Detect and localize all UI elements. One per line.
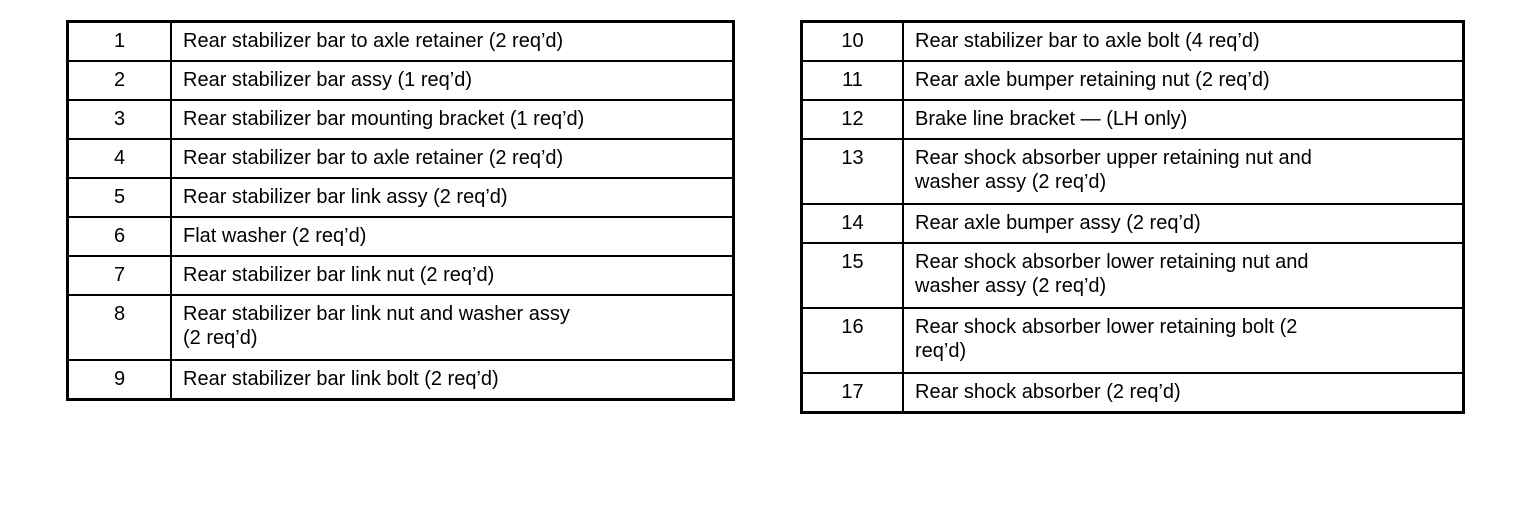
item-description-cell: Rear shock absorber (2 req’d): [902, 372, 1465, 414]
item-number-cell: 17: [800, 372, 904, 414]
item-number-value: 3: [113, 108, 126, 130]
table-row: 11 Rear axle bumper retaining nut (2 req’…: [800, 60, 1465, 101]
item-description-value: Rear stabilizer bar link bolt (2 req’d): [183, 368, 499, 390]
item-description-cell: Flat washer (2 req’d): [170, 216, 735, 257]
item-description-value: Rear shock absorber lower retaining nut …: [915, 251, 1309, 297]
item-description-cell: Rear axle bumper assy (2 req’d): [902, 203, 1465, 244]
item-number-value: 1: [113, 30, 126, 52]
item-number-value: 17: [841, 381, 864, 403]
item-number-value: 12: [841, 108, 864, 130]
item-description-cell: Rear shock absorber upper retaining nut …: [902, 138, 1465, 205]
item-number-value: 7: [113, 264, 126, 286]
item-description-value: Rear shock absorber upper retaining nut …: [915, 147, 1312, 193]
item-number-cell: 15: [800, 242, 904, 309]
item-number-cell: 4: [66, 138, 172, 179]
item-description-value: Brake line bracket — (LH only): [915, 108, 1188, 130]
item-number-value: 6: [113, 225, 126, 247]
item-number-cell: 3: [66, 99, 172, 140]
item-description-cell: Rear stabilizer bar to axle retainer (2 …: [170, 138, 735, 179]
item-description-cell: Brake line bracket — (LH only): [902, 99, 1465, 140]
item-description-value: Rear stabilizer bar to axle retainer (2 …: [183, 30, 564, 52]
table-row: 17 Rear shock absorber (2 req’d): [800, 372, 1465, 414]
item-number-cell: 8: [66, 294, 172, 361]
item-number-cell: 11: [800, 60, 904, 101]
item-description-value: Rear stabilizer bar link nut (2 req’d): [183, 264, 495, 286]
item-description-cell: Rear stabilizer bar to axle retainer (2 …: [170, 20, 735, 62]
item-number-cell: 5: [66, 177, 172, 218]
item-number-cell: 14: [800, 203, 904, 244]
item-description-cell: Rear axle bumper retaining nut (2 req’d): [902, 60, 1465, 101]
item-number-value: 9: [113, 368, 126, 390]
table-row: 3 Rear stabilizer bar mounting bracket (1…: [66, 99, 735, 140]
item-description-cell: Rear stabilizer bar link bolt (2 req’d): [170, 359, 735, 401]
table-row: 5 Rear stabilizer bar link assy (2 req’d): [66, 177, 735, 218]
item-number-cell: 9: [66, 359, 172, 401]
item-description-cell: Rear stabilizer bar assy (1 req’d): [170, 60, 735, 101]
item-description-cell: Rear stabilizer bar to axle bolt (4 req’…: [902, 20, 1465, 62]
table-row: 1 Rear stabilizer bar to axle retainer (2…: [66, 20, 735, 62]
item-number-cell: 10: [800, 20, 904, 62]
table-row: 16 Rear shock absorber lower retaining bo…: [800, 307, 1465, 374]
item-number-value: 4: [113, 147, 126, 169]
item-description-value: Rear stabilizer bar link nut and washer …: [183, 303, 570, 349]
item-number-cell: 2: [66, 60, 172, 101]
item-number-cell: 16: [800, 307, 904, 374]
table-row: 15 Rear shock absorber lower retaining nu…: [800, 242, 1465, 309]
table-row: 10 Rear stabilizer bar to axle bolt (4 re…: [800, 20, 1465, 62]
item-number-value: 10: [841, 30, 864, 52]
item-number-cell: 7: [66, 255, 172, 296]
item-description-value: Rear shock absorber (2 req’d): [915, 381, 1181, 403]
item-description-value: Rear stabilizer bar mounting bracket (1 …: [183, 108, 585, 130]
item-description-cell: Rear stabilizer bar link assy (2 req’d): [170, 177, 735, 218]
item-number-value: 11: [842, 69, 863, 91]
item-description-value: Rear stabilizer bar assy (1 req’d): [183, 69, 472, 91]
item-description-cell: Rear shock absorber lower retaining bolt…: [902, 307, 1465, 374]
item-number-cell: 13: [800, 138, 904, 205]
table-row: 6 Flat washer (2 req’d): [66, 216, 735, 257]
item-description-value: Rear axle bumper assy (2 req’d): [915, 212, 1201, 234]
item-description-value: Flat washer (2 req’d): [183, 225, 367, 247]
item-description-value: Rear stabilizer bar link assy (2 req’d): [183, 186, 508, 208]
table-row: 12 Brake line bracket — (LH only): [800, 99, 1465, 140]
item-number-value: 13: [841, 147, 864, 169]
table-row: 9 Rear stabilizer bar link bolt (2 req’d): [66, 359, 735, 401]
item-description-value: Rear shock absorber lower retaining bolt…: [915, 316, 1298, 362]
item-description-value: Rear stabilizer bar to axle retainer (2 …: [183, 147, 564, 169]
item-description-value: Rear axle bumper retaining nut (2 req’d): [915, 69, 1270, 91]
parts-legend-table-right: 10 Rear stabilizer bar to axle bolt (4 re…: [800, 20, 1465, 414]
item-number-cell: 6: [66, 216, 172, 257]
item-description-value: Rear stabilizer bar to axle bolt (4 req’…: [915, 30, 1260, 52]
item-number-value: 16: [841, 316, 864, 338]
table-row: 4 Rear stabilizer bar to axle retainer (2…: [66, 138, 735, 179]
item-number-value: 15: [841, 251, 864, 273]
item-number-value: 5: [113, 186, 126, 208]
table-row: 14 Rear axle bumper assy (2 req’d): [800, 203, 1465, 244]
item-description-cell: Rear stabilizer bar mounting bracket (1 …: [170, 99, 735, 140]
table-row: 2 Rear stabilizer bar assy (1 req’d): [66, 60, 735, 101]
item-description-cell: Rear stabilizer bar link nut and washer …: [170, 294, 735, 361]
item-number-cell: 1: [66, 20, 172, 62]
table-row: 8 Rear stabilizer bar link nut and washer…: [66, 294, 735, 361]
item-number-value: 2: [113, 69, 126, 91]
item-number-value: 8: [113, 303, 126, 325]
item-number-cell: 12: [800, 99, 904, 140]
table-body-right: 10 Rear stabilizer bar to axle bolt (4 re…: [800, 20, 1465, 414]
item-number-value: 14: [841, 212, 864, 234]
item-description-cell: Rear shock absorber lower retaining nut …: [902, 242, 1465, 309]
table-row: 7 Rear stabilizer bar link nut (2 req’d): [66, 255, 735, 296]
item-description-cell: Rear stabilizer bar link nut (2 req’d): [170, 255, 735, 296]
table-row: 13 Rear shock absorber upper retaining nu…: [800, 138, 1465, 205]
